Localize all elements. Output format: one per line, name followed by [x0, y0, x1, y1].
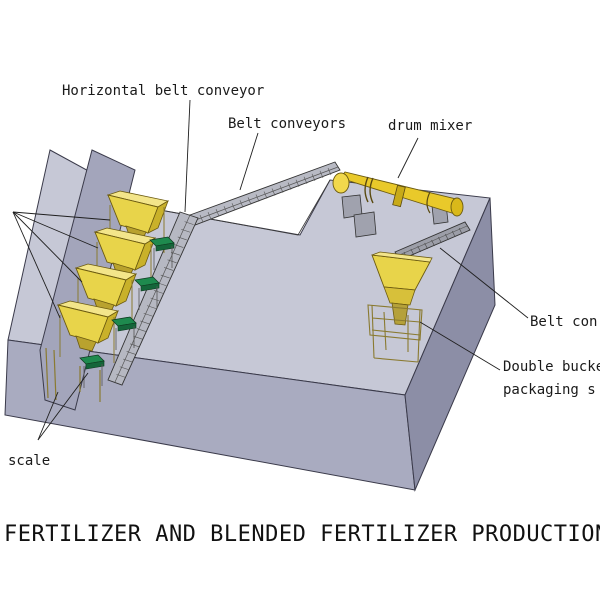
label-double-bucket-line2: packaging s [503, 382, 596, 398]
label-belt-conveyor-right: Belt con [530, 314, 597, 330]
scale-platform [79, 354, 105, 388]
double-bucket-packaging-scale [367, 251, 433, 363]
drum-mixer [332, 171, 464, 238]
scale-platform [111, 316, 137, 350]
label-belt-conveyors: Belt conveyors [228, 116, 346, 132]
scale-platform [149, 236, 175, 270]
platform-right-side [404, 197, 496, 492]
scale-platform [134, 276, 160, 310]
label-scale: scale [8, 453, 50, 469]
hopper-bin [56, 300, 120, 363]
label-drum-mixer: drum mixer [388, 118, 472, 134]
hopper-bins [56, 190, 170, 363]
diagram-title: FERTILIZER AND BLENDED FERTILIZER PRODUC… [4, 522, 600, 547]
weighing-scales [79, 236, 175, 388]
label-double-bucket-line1: Double bucke [503, 359, 600, 375]
horizontal-belt-conveyor [107, 211, 199, 386]
hopper-support-frame [45, 347, 101, 402]
label-horizontal-belt-conveyor: Horizontal belt conveyor [62, 83, 264, 99]
leader-lines [12, 99, 529, 441]
